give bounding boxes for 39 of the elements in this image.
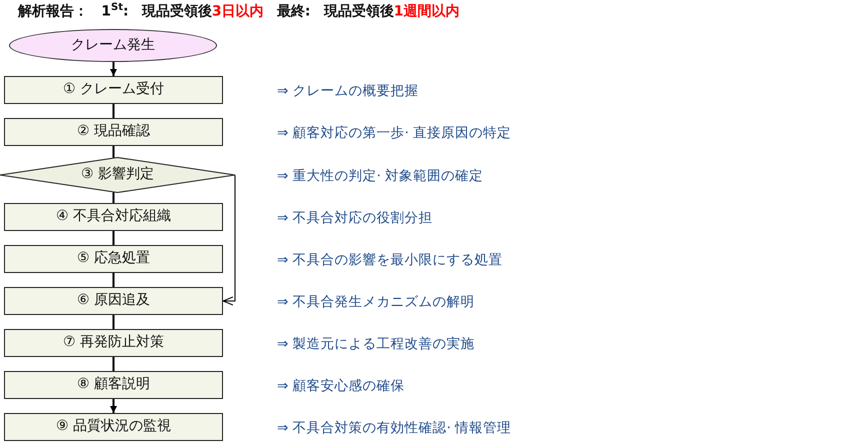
connector-line [112, 104, 114, 118]
step-description: ⇒ クレームの概要把握 [277, 84, 419, 99]
decision-diamond [0, 157, 235, 193]
process-box [4, 118, 223, 146]
step-description: ⇒ 不具合の影響を最小限にする処置 [277, 253, 503, 268]
process-box [4, 287, 223, 315]
arrow [110, 399, 117, 413]
connector-line [112, 273, 114, 287]
process-box [4, 329, 223, 357]
connector-line [112, 231, 114, 245]
arrow [110, 62, 117, 76]
step-label: ③ 影響判定 [80, 167, 154, 183]
heading: 解析報告： 1$^{St}$: 現品受領後3日以内 最終: 現品受領後1週間以内 [18, 2, 460, 21]
step-description: ⇒ 製造元による工程改善の実施 [277, 337, 475, 352]
process-box [4, 413, 223, 441]
step-label: クレーム発生 [71, 38, 155, 54]
step-label: ① クレーム受付 [62, 82, 164, 98]
step-label: ⑦ 再発防止対策 [62, 335, 164, 351]
process-box [4, 371, 223, 399]
step-label: ⑥ 原因追及 [76, 293, 150, 309]
step-label: ⑤ 応急処置 [76, 251, 150, 267]
step-description: ⇒ 不具合対応の役割分担 [277, 211, 433, 226]
process-box [4, 203, 223, 231]
step-label: ② 現品確認 [76, 124, 150, 140]
connector-line [112, 192, 114, 203]
connector-line [112, 146, 114, 158]
connector-line [112, 357, 114, 371]
step-label: ⑨ 品質状況の監視 [56, 419, 171, 435]
step-description: ⇒ 不具合発生メカニズムの解明 [277, 295, 475, 310]
process-box [4, 245, 223, 273]
arrow [222, 174, 236, 306]
step-description: ⇒ 重大性の判定· 対象範囲の確定 [277, 169, 484, 184]
step-description: ⇒ 不具合対策の有効性確認· 情報管理 [277, 421, 512, 436]
step-label: ⑧ 顧客説明 [76, 377, 150, 393]
process-box [4, 76, 223, 104]
step-label: ④ 不具合対応組織 [56, 209, 171, 225]
step-description: ⇒ 顧客対応の第一歩· 直接原因の特定 [277, 126, 512, 141]
connector-line [112, 315, 114, 329]
step-description: ⇒ 顧客安心感の確保 [277, 379, 405, 394]
